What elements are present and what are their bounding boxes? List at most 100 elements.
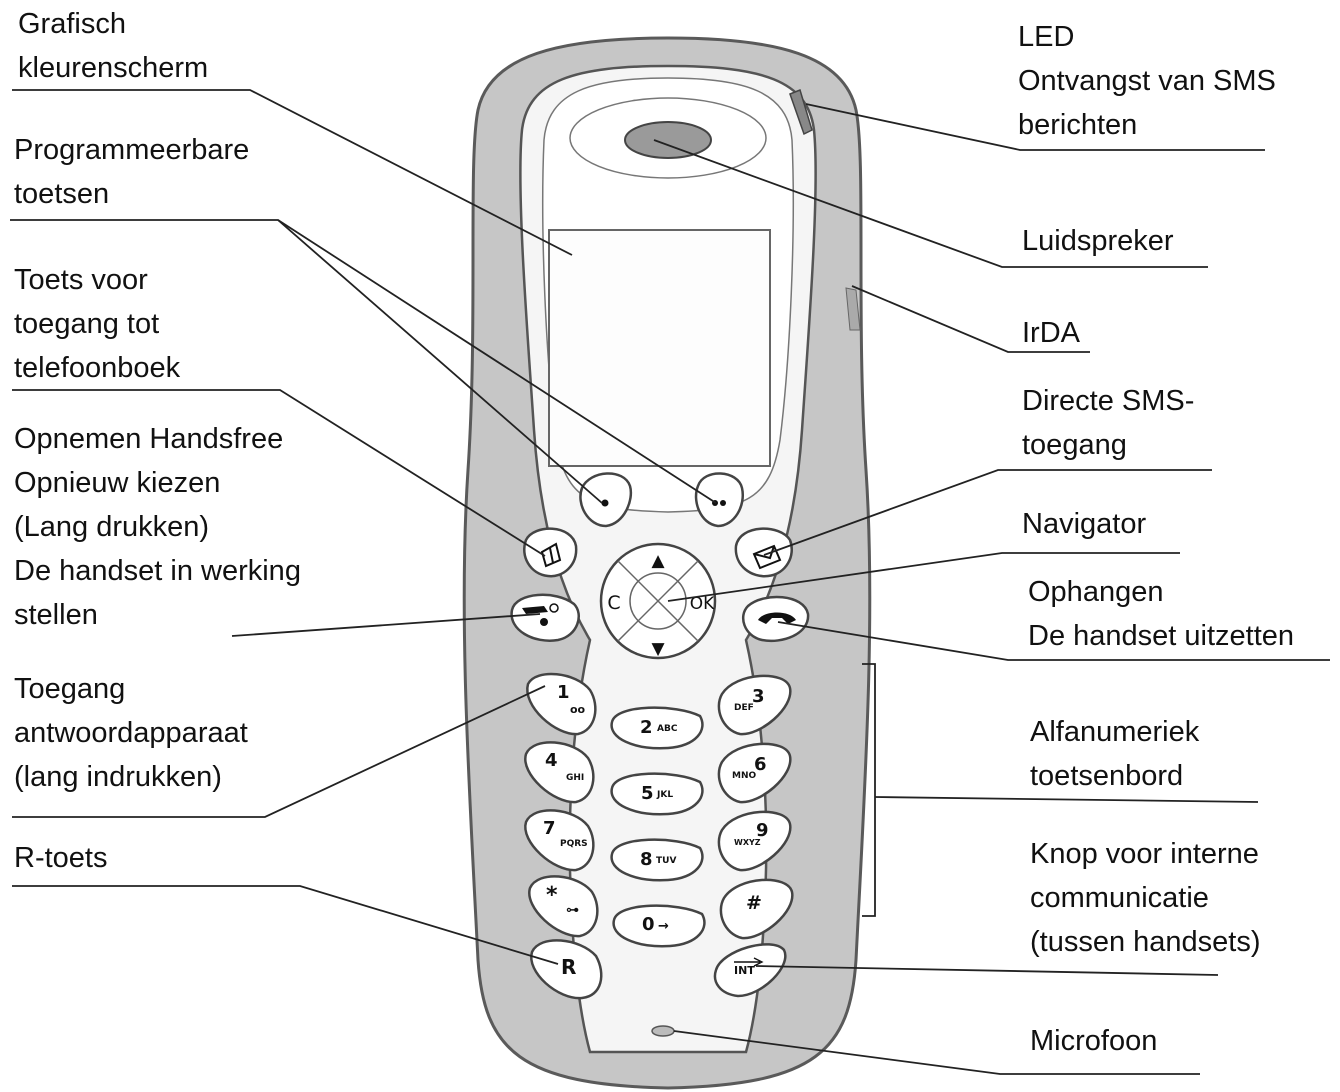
key-9[interactable]: WXYZ 9 [717,810,792,872]
key-8-sub: TUV [656,856,676,866]
label-speaker: Luidspreker [1022,219,1174,263]
leader-rkey [12,885,559,965]
label-sms: Directe SMS- toegang [1022,379,1194,467]
leader-screen [12,89,573,256]
key-3[interactable]: DEF 3 [717,674,792,736]
key-0-label: 0 [642,914,655,935]
label-softkeys-line-1: Programmeerbare [14,134,250,166]
label-keypad: Alfanumeriek toetsenbord [1030,710,1199,798]
key-9-label: 9 [756,820,769,841]
navigator-up-icon: ▲ [651,551,665,571]
leader-phonebook [12,389,546,557]
leader-microphone [673,1030,1200,1075]
label-answering-line-1: Toegang [14,673,126,705]
int-key-label: INT [734,964,755,977]
key-8[interactable]: 8 TUV [610,838,704,882]
key-5-sub: JKL [656,790,673,800]
leader-navigator [667,552,1180,602]
label-navigator: Navigator [1022,502,1146,546]
label-rkey: R-toets [14,836,107,880]
phonebook-key[interactable] [523,527,578,578]
microphone-hole [651,1025,675,1037]
offhook-key[interactable] [510,593,580,642]
label-intercom-line-2: communicatie [1030,882,1209,914]
key-5-label: 5 [641,783,654,804]
left-softkey[interactable] [579,472,633,528]
key-star[interactable]: * ⊶ [528,875,599,938]
key-hash[interactable]: # [719,878,794,940]
navigator-clear-label: C [607,592,620,614]
key-star-sub: ⊶ [566,903,579,918]
leader-led [805,103,1265,151]
phonebook-icon [540,542,562,568]
key-1-label: 1 [557,682,570,703]
key-0[interactable]: 0 → [612,904,706,948]
label-offhook-line-2: Opnieuw kiezen [14,467,221,499]
label-phonebook-line-1: Toets voor [14,264,148,296]
label-screen-line-1: Grafisch [18,8,126,40]
int-key[interactable]: INT [713,943,787,998]
label-keypad-line-1: Alfanumeriek [1030,716,1200,748]
label-microphone-line-1: Microfoon [1030,1025,1158,1057]
label-onhook: Ophangen De handset uitzetten [1028,570,1294,658]
key-1[interactable]: 1 oo [526,672,597,736]
leader-onhook [777,621,1330,661]
irda-window [845,287,861,331]
label-offhook-line-1: Opnemen Handsfree [14,423,284,455]
leader-sms [763,469,1212,556]
key-6[interactable]: MNO 6 [717,742,792,804]
label-softkeys: Programmeerbare toetsen [14,128,249,216]
label-answering-line-3: (lang indrukken) [14,761,222,793]
label-onhook-line-1: Ophangen [1028,576,1164,608]
envelope-icon [752,544,782,570]
leader-offhook [231,613,541,637]
leader-softkeys-2 [277,219,717,504]
key-9-sub: WXYZ [734,838,761,847]
key-star-label: * [546,883,558,908]
key-7[interactable]: 7 PQRS [524,809,595,872]
key-3-sub: DEF [734,703,754,713]
r-key[interactable]: R [530,939,603,1000]
label-offhook-line-4: De handset in werking [14,555,301,587]
label-rkey-line-1: R-toets [14,842,108,874]
key-7-sub: PQRS [560,839,588,849]
key-2-sub: ABC [657,724,678,734]
key-2-label: 2 [640,717,653,738]
leader-keypad [862,663,876,917]
key-0-sub: → [658,919,669,934]
led-indicator [789,88,813,136]
onhook-phone-icon [758,612,796,624]
key-4[interactable]: 4 GHI [524,741,595,804]
label-softkeys-line-2: toetsen [14,178,110,210]
navigator-down-icon: ▼ [651,639,665,659]
onhook-key[interactable] [742,595,810,643]
key-2[interactable]: 2 ABC [610,706,704,750]
label-offhook: Opnemen Handsfree Opnieuw kiezen (Lang d… [14,417,301,637]
offhook-phone-icon [522,606,548,614]
speaker-grille [624,121,712,159]
label-offhook-line-3: (Lang drukken) [14,511,210,543]
navigator-ok-label: OK [690,594,715,614]
intercom-arrow-icon [734,957,764,967]
navigator-key[interactable] [599,542,717,660]
key-3-label: 3 [752,686,765,707]
label-led-line-1: LED [1018,21,1075,53]
leader-irda [851,285,1090,353]
earpiece-ring [569,97,767,179]
sms-key[interactable] [734,527,793,578]
label-speaker-line-1: Luidspreker [1022,225,1174,257]
key-4-sub: GHI [566,773,584,783]
label-navigator-line-1: Navigator [1022,508,1147,540]
right-softkey[interactable] [694,472,745,528]
label-answering: Toegang antwoordapparaat (lang indrukken… [14,667,248,799]
label-led-line-3: berichten [1018,109,1138,141]
key-4-label: 4 [545,750,558,771]
label-offhook-line-5: stellen [14,599,98,631]
label-onhook-line-2: De handset uitzetten [1028,620,1295,652]
label-phonebook: Toets voor toegang tot telefoonboek [14,258,180,390]
label-phonebook-line-3: telefoonboek [14,352,181,384]
key-8-label: 8 [640,849,653,870]
key-5[interactable]: 5 JKL [610,772,704,816]
